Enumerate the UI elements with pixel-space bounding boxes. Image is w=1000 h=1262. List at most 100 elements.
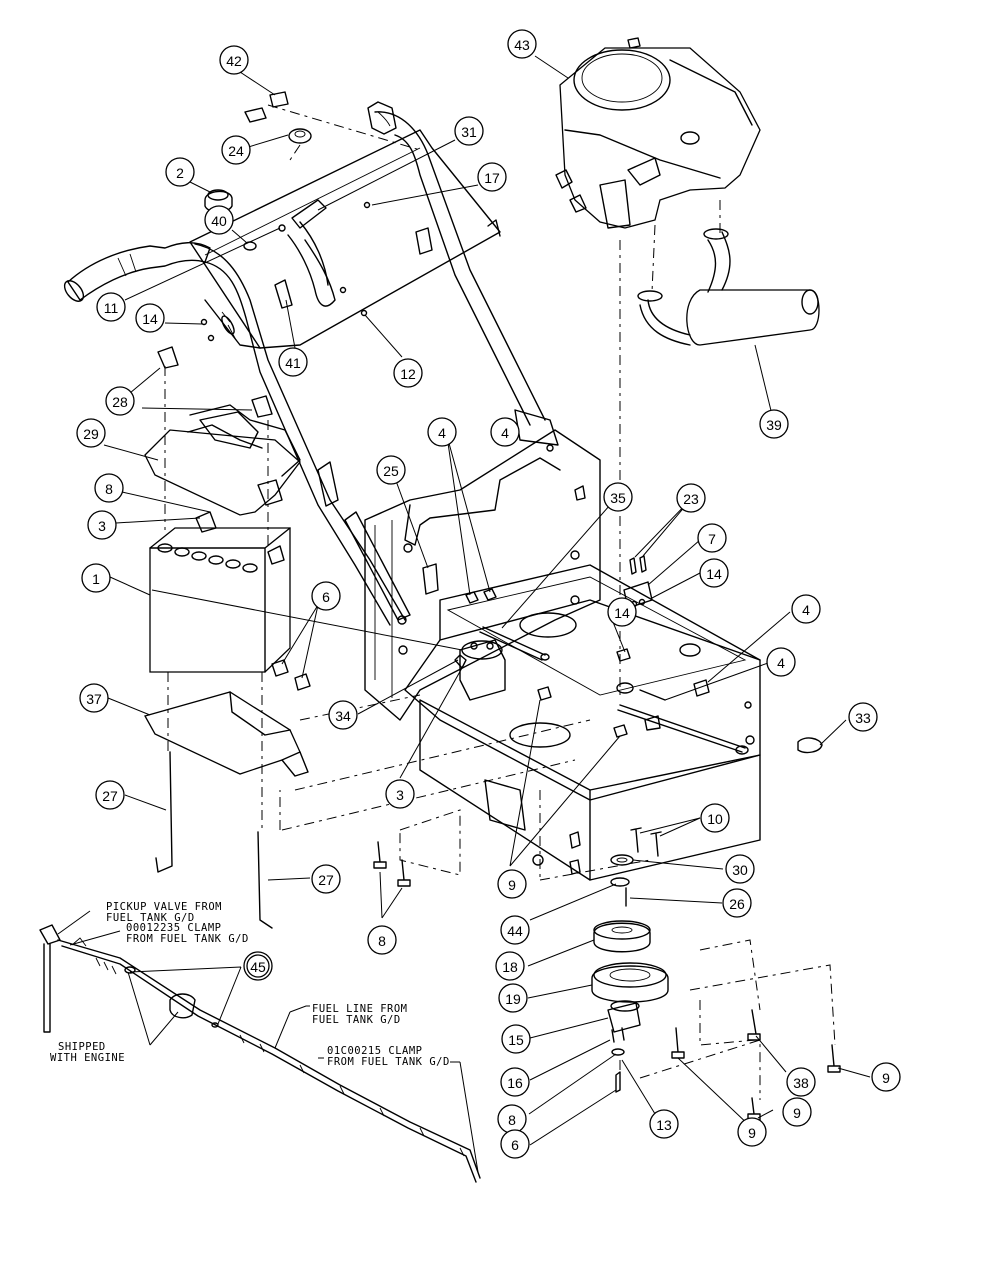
callout-circle (495, 951, 525, 981)
callout-label: 1 (92, 571, 100, 587)
callout-circle (871, 1062, 901, 1092)
callout-9: 9 (871, 1062, 901, 1092)
callout-label: 31 (461, 124, 477, 140)
note-clamp2-line1: 01C00215 CLAMP (327, 1045, 423, 1057)
callout-9: 9 (782, 1097, 812, 1127)
callout-16: 16 (500, 1067, 530, 1097)
engine (555, 37, 820, 346)
callout-circle (328, 700, 358, 730)
callout-circle (477, 162, 507, 192)
callout-45: 45 (243, 951, 273, 981)
callout-3: 3 (87, 510, 117, 540)
callout-circle (79, 683, 109, 713)
callout-3: 3 (385, 779, 415, 809)
callout-8: 8 (367, 925, 397, 955)
callout-circle (497, 869, 527, 899)
callout-label: 12 (400, 366, 416, 382)
callout-circle (697, 523, 727, 553)
callout-27: 27 (311, 864, 341, 894)
callout-label: 4 (501, 425, 509, 441)
callout-circle (507, 29, 537, 59)
callout-label: 33 (855, 710, 871, 726)
callout-1: 1 (81, 563, 111, 593)
callout-circle (311, 581, 341, 611)
callout-circle (737, 1117, 767, 1147)
callout-circle (699, 558, 729, 588)
chassis-frame (279, 240, 823, 881)
callout-label: 4 (802, 602, 810, 618)
callout-circle (367, 925, 397, 955)
callout-label: 11 (104, 300, 119, 316)
callout-8: 8 (94, 473, 124, 503)
callout-26: 26 (722, 888, 752, 918)
callout-11: 11 (96, 292, 126, 322)
callout-label: 30 (732, 862, 748, 878)
callout-label: 34 (335, 708, 351, 724)
callout-label: 24 (228, 143, 244, 159)
callout-label: 25 (383, 463, 399, 479)
callout-circle (500, 1129, 530, 1159)
callout-circle (165, 157, 195, 187)
note-clamp1-line2: FROM FUEL TANK G/D (126, 933, 249, 945)
callout-circle (649, 1109, 679, 1139)
callout-label: 9 (793, 1105, 801, 1121)
callout-4: 4 (490, 417, 520, 447)
callout-circle (700, 803, 730, 833)
callout-label: 4 (777, 655, 785, 671)
callout-circle (676, 483, 706, 513)
callout-4: 4 (791, 594, 821, 624)
callout-label: 14 (142, 311, 158, 327)
pulley-stack (373, 827, 841, 1121)
callout-label: 41 (285, 355, 301, 371)
callout-33: 33 (848, 702, 878, 732)
leader-lines (57, 55, 871, 1173)
notes: PICKUP VALVE FROM FUEL TANK G/D 00012235… (50, 901, 460, 1068)
callout-9: 9 (737, 1117, 767, 1147)
callout-label: 9 (508, 877, 516, 893)
callout-27: 27 (95, 780, 125, 810)
callout-label: 15 (508, 1032, 524, 1048)
callout-circle (786, 1067, 816, 1097)
callout-circle (848, 702, 878, 732)
callout-circle (385, 779, 415, 809)
callout-circle (76, 418, 106, 448)
callout-label: 6 (322, 589, 330, 605)
callout-7: 7 (697, 523, 727, 553)
callout-circle (607, 597, 637, 627)
callout-circle (500, 1067, 530, 1097)
callout-label: 8 (378, 933, 386, 949)
callout-circle (603, 482, 633, 512)
callout-label: 9 (882, 1070, 890, 1086)
callout-label: 6 (511, 1137, 519, 1153)
callout-39: 39 (759, 409, 789, 439)
note-shipped-line1: SHIPPED (58, 1041, 106, 1053)
callout-circle (791, 594, 821, 624)
battery-assembly (144, 346, 311, 929)
callout-label: 14 (614, 605, 630, 621)
callout-circle (135, 303, 165, 333)
callout-label: 17 (484, 170, 500, 186)
callout-circle (96, 292, 126, 322)
callout-13: 13 (649, 1109, 679, 1139)
callout-circle (219, 45, 249, 75)
callout-15: 15 (501, 1024, 531, 1054)
callout-circle (311, 864, 341, 894)
callout-40: 40 (204, 205, 234, 235)
callout-circle (393, 358, 423, 388)
callout-label: 7 (708, 531, 716, 547)
callout-circle (725, 854, 755, 884)
callout-label: 23 (683, 491, 699, 507)
note-fuelline-line2: FUEL TANK G/D (312, 1014, 401, 1026)
callout-label: 40 (211, 213, 227, 229)
callout-circle (376, 455, 406, 485)
callout-circle (759, 409, 789, 439)
callout-label: 13 (656, 1117, 672, 1133)
callout-label: 35 (610, 490, 626, 506)
callout-30: 30 (725, 854, 755, 884)
callout-label: 43 (514, 37, 530, 53)
note-clamp1-line1: 00012235 CLAMP (126, 922, 222, 934)
callout-6: 6 (500, 1129, 530, 1159)
callout-label: 38 (793, 1075, 809, 1091)
callout-9: 9 (497, 869, 527, 899)
